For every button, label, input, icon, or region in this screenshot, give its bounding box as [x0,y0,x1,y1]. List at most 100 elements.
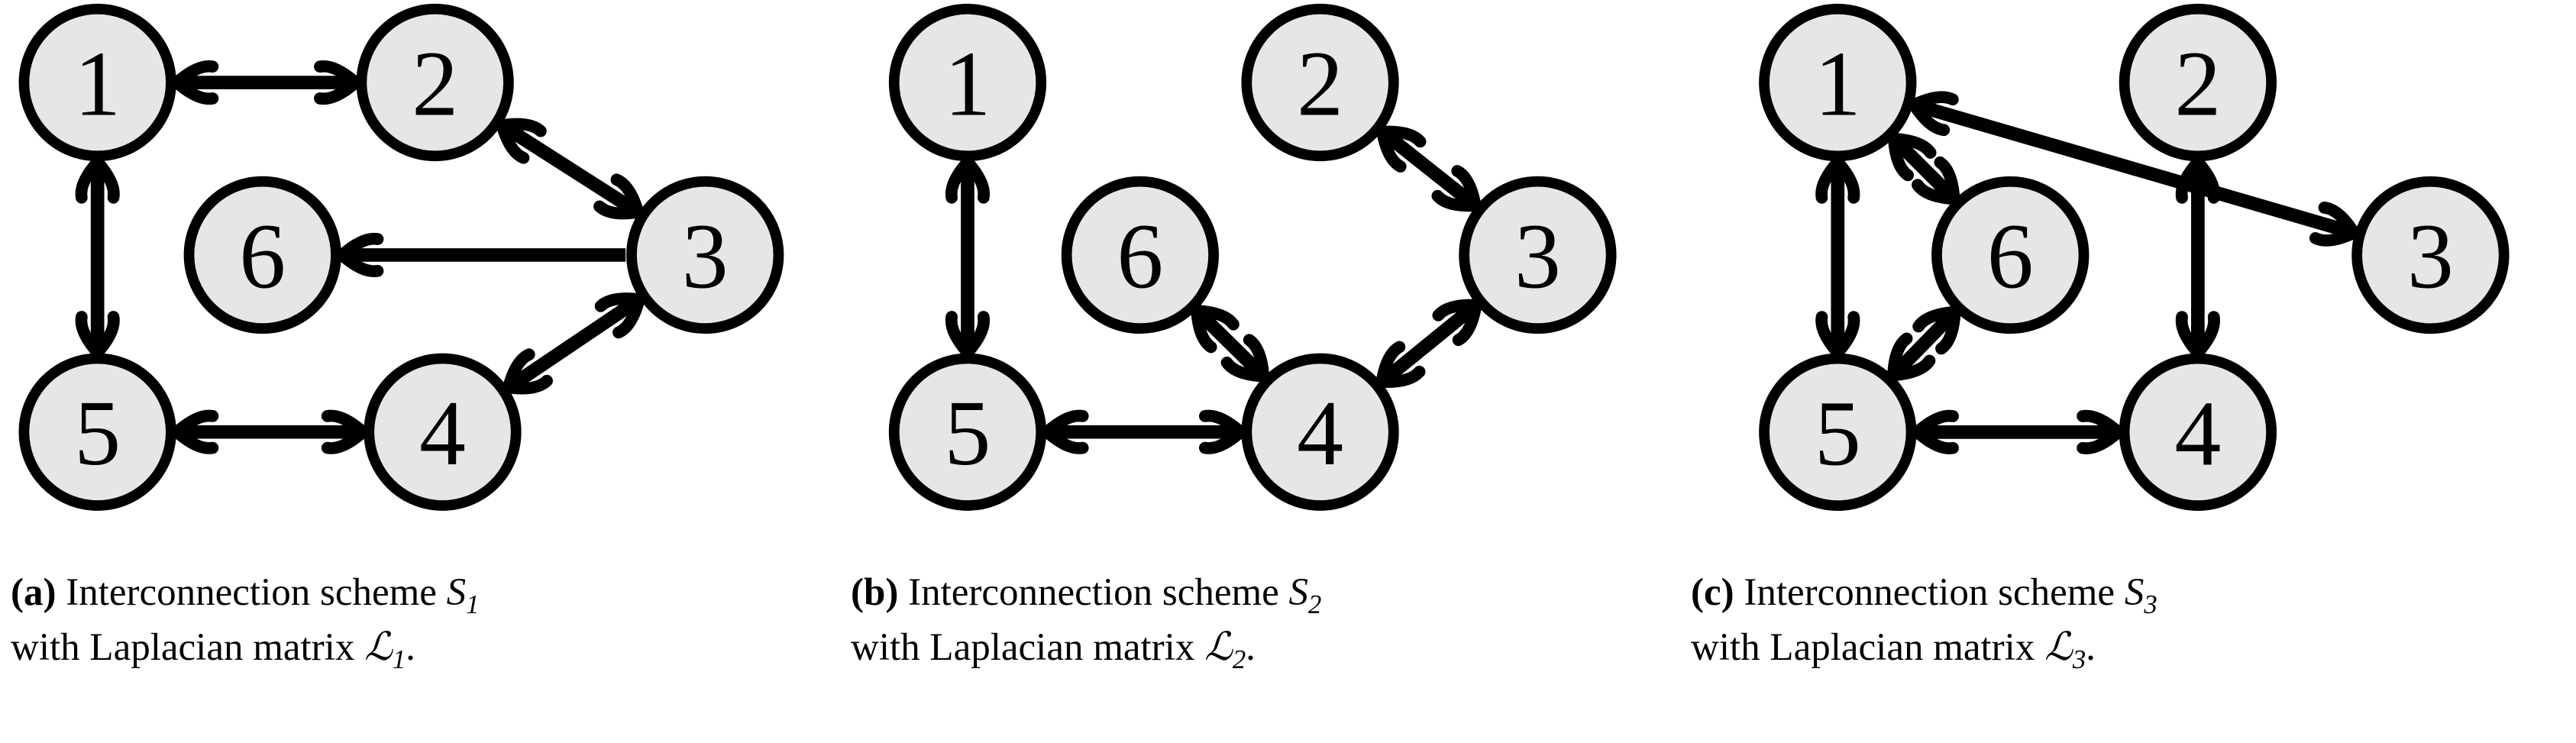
graph-c-svg: 1 26 3 5 4 [1759,3,2510,512]
node-circle[interactable] [1061,176,1219,334]
graph-node-5[interactable]: 5 [888,353,1047,511]
caption-a-tag: (a) [11,571,57,614]
node-circle[interactable] [1759,3,1917,162]
graph-node-2[interactable]: 2 [356,3,514,162]
arrowhead-icon [1432,299,1483,347]
edge-2-3 [494,118,646,220]
edge-3-6 [332,232,626,278]
graph-node-5[interactable]: 5 [1759,353,1917,512]
caption-b-line1-text: Interconnection scheme [908,571,1289,614]
edge-3-4 [500,292,647,395]
arrowhead-icon [1220,334,1270,383]
caption-a-line2: with Laplacian matrix ℒ1. [11,625,415,674]
edge-1-6 [1887,132,1961,205]
edge-1-2 [167,60,365,105]
graph-node-2[interactable]: 2 [2119,3,2277,162]
arrowhead-icon [1886,332,1936,382]
arrowhead-icon [1815,311,1860,362]
graph-node-3[interactable]: 3 [1459,176,1617,334]
caption-b-period: . [1246,625,1256,669]
arrowhead-icon [945,311,991,362]
node-circle[interactable] [2119,3,2277,162]
caption-b-symbol-sub: 2 [1308,590,1322,620]
edge-1-3 [1905,91,2363,247]
node-circle[interactable] [1459,176,1617,334]
graph-node-6[interactable]: 6 [183,176,341,334]
arrowhead-icon [1815,153,1860,204]
graph-node-4[interactable]: 4 [364,353,522,511]
graph-node-1[interactable]: 1 [1759,3,1917,162]
arrowhead-icon [1905,91,1959,137]
node-circle[interactable] [888,3,1047,162]
arrowhead-icon [2309,202,2363,247]
arrowhead-icon [1038,409,1089,454]
node-circle[interactable] [1241,353,1399,511]
edge-4-6 [1190,304,1270,383]
caption-b-line2: with Laplacian matrix ℒ2. [851,625,1256,674]
node-circle[interactable] [1241,3,1399,162]
graph-node-3[interactable]: 3 [2351,176,2510,334]
node-layer: 1 26 3 5 4 [1759,3,2510,512]
node-circle[interactable] [888,353,1047,511]
caption-c-matrix-symbol: ℒ [2044,624,2073,670]
node-circle[interactable] [183,176,341,334]
node-circle[interactable] [2119,353,2277,512]
graph-node-1[interactable]: 1 [888,3,1047,162]
graph-node-1[interactable]: 1 [18,3,176,162]
caption-b-matrix-sub: 2 [1232,644,1246,674]
arrowhead-icon [1431,165,1483,212]
node-circle[interactable] [18,353,176,511]
edge-line [1889,134,1959,204]
arrowhead-icon [314,60,365,105]
edge-line [498,119,642,218]
arrowhead-icon [2175,153,2220,204]
caption-c-line2-text: with Laplacian matrix [1691,625,2045,669]
caption-c-line1-text: Interconnection scheme [1744,571,2125,614]
edge-1-5 [1815,153,1860,362]
graph-node-5[interactable]: 5 [18,353,176,511]
graph-node-6[interactable]: 6 [1061,176,1219,334]
caption-b-line2-text: with Laplacian matrix [851,625,1205,669]
node-circle[interactable] [2351,176,2510,334]
caption-b-symbol: S [1288,571,1309,614]
caption-a-line1: Interconnection scheme S1 [56,571,479,619]
node-circle[interactable] [18,3,176,162]
arrowhead-icon [1912,305,1961,355]
node-circle[interactable] [626,176,784,334]
caption-b-tag: (b) [851,571,899,614]
node-circle[interactable] [1931,176,2090,334]
graph-node-2[interactable]: 2 [1241,3,1399,162]
graph-node-6[interactable]: 6 [1931,176,2090,334]
edge-line [1191,305,1269,382]
edge-layer [1815,91,2363,454]
graph-node-4[interactable]: 4 [1241,353,1399,511]
node-circle[interactable] [1759,353,1917,512]
node-circle[interactable] [364,353,522,511]
edge-line [1378,126,1480,212]
caption-a-line2-text: with Laplacian matrix [11,625,365,669]
graph-a-svg: 1 26 3 5 4 [18,3,784,511]
caption-c-tag: (c) [1691,571,1734,614]
caption-a-symbol: S [446,571,467,614]
caption-b-line1: Interconnection scheme S2 [898,571,1321,619]
graph-node-3[interactable]: 3 [626,176,784,334]
edge-4-5 [167,409,373,454]
edge-5-4 [1038,409,1250,454]
caption-c-line2: with Laplacian matrix ℒ3. [1691,624,2096,674]
edge-5-1 [75,153,120,362]
arrowhead-icon [1375,125,1427,173]
node-circle[interactable] [356,3,514,162]
arrowhead-icon [594,292,647,339]
graph-node-4[interactable]: 4 [2119,353,2277,512]
arrowhead-icon [1198,409,1250,454]
edge-2-4 [2175,153,2220,362]
arrowhead-icon [945,153,991,204]
arrowhead-icon [321,409,373,454]
edge-5-6 [1886,305,1961,382]
edge-3-2 [1375,125,1483,212]
arrowhead-icon [1887,132,1937,182]
caption-c: (c) Interconnection scheme S3 with Lapla… [1680,568,2576,677]
